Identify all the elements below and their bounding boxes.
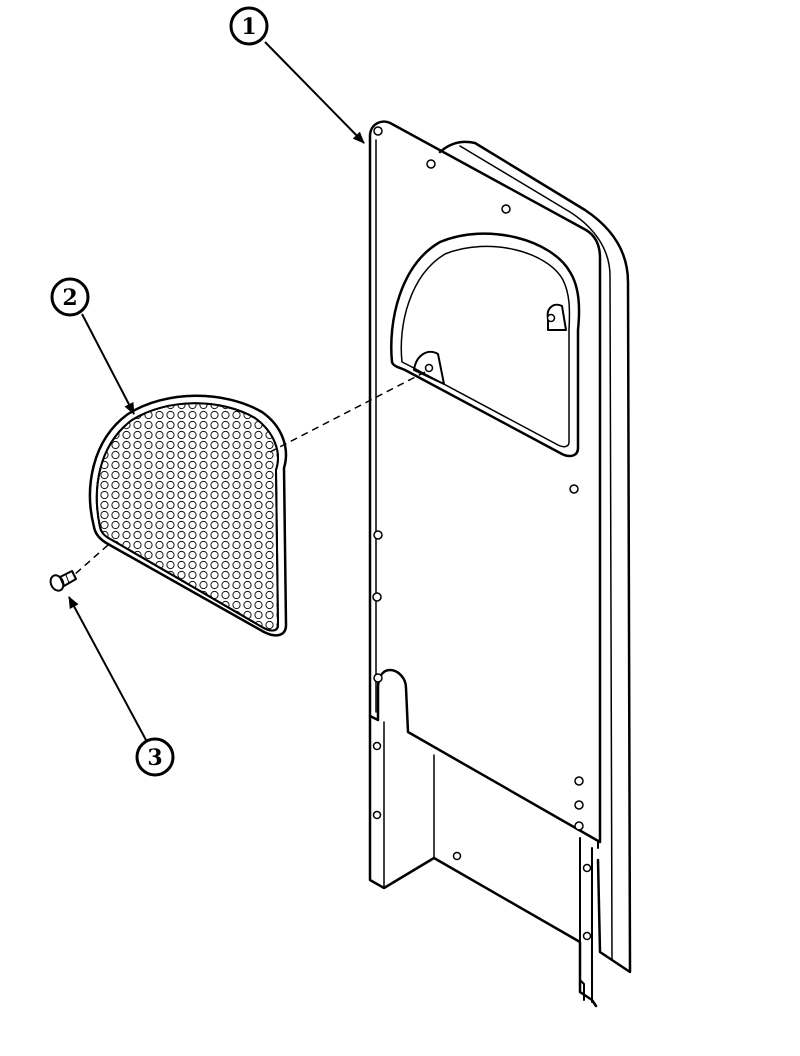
mounting-hole xyxy=(372,741,382,751)
mounting-hole xyxy=(372,810,382,820)
screw-head xyxy=(49,574,65,592)
lower-bracket xyxy=(368,714,598,1008)
mounting-hole xyxy=(569,484,579,494)
mounting-hole xyxy=(582,931,592,941)
mounting-hole xyxy=(574,776,584,786)
mounting-hole xyxy=(574,800,584,810)
mounting-hole xyxy=(582,863,592,873)
mounting-hole xyxy=(373,126,383,136)
callout-circle-1 xyxy=(229,6,269,46)
callout-3: 3 xyxy=(68,596,175,777)
callout-label-3: 3 xyxy=(147,745,162,771)
mounting-hole xyxy=(546,313,556,323)
grille-face-outline xyxy=(95,402,279,632)
callout-1: 1 xyxy=(229,6,365,144)
mounting-hole xyxy=(424,363,434,373)
vent-opening-outer xyxy=(390,232,581,458)
callout-circle-2 xyxy=(50,277,90,317)
housing-inner-edge xyxy=(459,145,613,961)
mounting-hole xyxy=(373,530,383,540)
grille-rim-back xyxy=(88,394,288,637)
callout-circle-3 xyxy=(135,737,175,777)
vent-opening-inner xyxy=(400,245,571,448)
mounting-hole xyxy=(574,821,584,831)
callout-label-1: 1 xyxy=(241,14,256,40)
callout-label-2: 2 xyxy=(62,285,77,311)
mounting-hole xyxy=(372,592,382,602)
lower-bracket-tab xyxy=(579,847,593,1003)
leader-line-3 xyxy=(68,596,147,741)
callout-2: 2 xyxy=(50,277,135,415)
screw xyxy=(49,570,77,592)
mounting-hole xyxy=(373,673,383,683)
assembly-line-grille xyxy=(269,371,426,453)
housing-back xyxy=(438,140,632,974)
vent-grille xyxy=(88,394,288,637)
front-panel xyxy=(368,120,602,844)
assembly-line-screw xyxy=(73,544,109,576)
mounting-hole xyxy=(426,159,436,169)
mounting-hole xyxy=(501,204,511,214)
vent-tab-top xyxy=(546,303,567,331)
leader-line-2 xyxy=(81,313,135,415)
mounting-hole xyxy=(452,851,462,861)
screw-thread xyxy=(65,574,70,584)
duct-panel xyxy=(368,120,632,1008)
leader-line-1 xyxy=(264,41,365,144)
grille-perforations xyxy=(96,403,278,631)
vent-tab-bottom xyxy=(413,350,445,385)
